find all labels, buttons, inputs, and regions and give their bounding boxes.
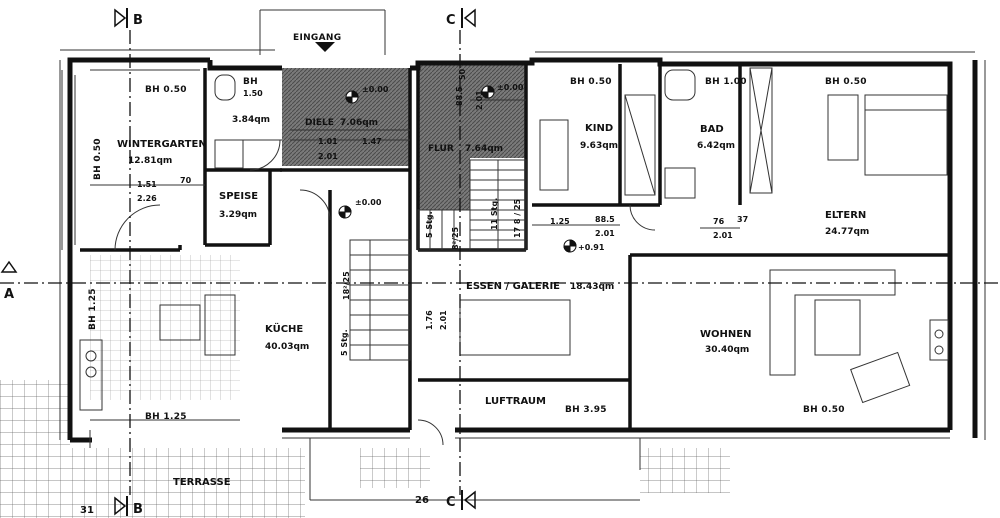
- stairs-825-a: 8²/25: [451, 226, 460, 250]
- flur-name: FLUR: [428, 144, 454, 154]
- wc-sill-label: BH: [243, 77, 258, 87]
- essen-name: ESSEN / GALERIE: [466, 281, 560, 292]
- speise-name: SPEISE: [219, 191, 258, 202]
- dim-wg-70: 70: [180, 176, 192, 185]
- dim-d-201b: 2.01: [475, 90, 484, 110]
- eltern-name: ELTERN: [825, 210, 866, 221]
- wohnen-area: 30.40qm: [705, 345, 749, 355]
- section-c-top-marker: [463, 8, 476, 28]
- section-markers: B B C C A: [0, 8, 476, 517]
- section-a-label: A: [4, 287, 14, 302]
- diele-name: DIELE: [305, 118, 334, 128]
- essen-level: +0.91: [578, 243, 605, 252]
- bad-sill: BH 1.00: [705, 77, 747, 87]
- section-a-marker: [0, 260, 18, 273]
- stairs-178: 17 8 / 25: [513, 198, 522, 238]
- kueche-sill-left: BH 1.25: [88, 288, 98, 330]
- section-c-bottom-marker: [463, 490, 476, 510]
- entrance-label: EINGANG: [293, 33, 341, 43]
- stairs-11-stg: 11 Stg.: [490, 198, 499, 230]
- dim-wg-151: 1.51: [137, 180, 157, 189]
- section-c-bottom-label: C: [446, 495, 456, 510]
- dim-b-37: 37: [737, 215, 748, 224]
- entrance-arrow: [315, 42, 335, 52]
- diele-area: 7.06qm: [340, 118, 378, 128]
- section-lines: [0, 30, 1000, 495]
- kind-name: KIND: [585, 123, 613, 134]
- wintergarten-sill-left: BH 0.50: [93, 138, 103, 180]
- wohnen-name: WOHNEN: [700, 329, 751, 340]
- stairs-825-b: 18²/25: [342, 271, 351, 300]
- kueche-level: ±0.00: [355, 198, 382, 207]
- level-markers: [338, 85, 577, 253]
- section-b-top-label: B: [133, 13, 143, 28]
- stairs-5-stg-a: 5 Stg.: [425, 211, 434, 238]
- diele-hatch: [282, 68, 410, 166]
- flur-area: 7.64qm: [465, 144, 503, 154]
- dim-k-176: 1.76: [425, 310, 434, 330]
- dim-wg-226: 2.26: [137, 194, 157, 203]
- bad-area: 6.42qm: [697, 141, 735, 151]
- flur-hatch-lower: [418, 158, 470, 210]
- kitchen-floor-tiles: [90, 255, 240, 400]
- wintergarten-area: 12.81qm: [128, 156, 172, 166]
- wintergarten-name: WINTERGARTEN: [117, 139, 207, 150]
- dim-d-50: 50: [458, 68, 467, 80]
- dim-d-201a: 2.01: [318, 152, 338, 161]
- kind-sill: BH 0.50: [570, 77, 612, 87]
- section-b-top-marker: [114, 8, 127, 28]
- kueche-sill-bottom: BH 1.25: [145, 412, 187, 422]
- section-b-bottom-label: B: [133, 502, 143, 517]
- wohnen-sill: BH 0.50: [803, 405, 845, 415]
- kueche-name: KÜCHE: [265, 321, 303, 335]
- terrasse-name: TERRASSE: [173, 477, 231, 488]
- bad-name: BAD: [700, 124, 724, 135]
- wintergarten-sill-top: BH 0.50: [145, 85, 187, 95]
- bottom-dim-26: 26: [415, 495, 429, 506]
- luftraum-name: LUFTRAUM: [485, 396, 546, 407]
- dim-k-201: 2.01: [439, 310, 448, 330]
- dim-d-885: 88.5: [455, 86, 464, 106]
- wc-sill-value: 1.50: [243, 89, 263, 98]
- dim-s-885: 88.5: [595, 215, 615, 224]
- stairs-5-stg-b: 5 Stg.: [340, 329, 349, 356]
- dim-d-147: 1.47: [362, 137, 382, 146]
- speise-area: 3.29qm: [219, 210, 257, 220]
- kueche-area: 40.03qm: [265, 342, 309, 352]
- bottom-dim-31: 31: [80, 505, 94, 516]
- essen-area: 18.43qm: [570, 282, 614, 292]
- flur-level: ±0.00: [497, 83, 524, 92]
- detail-lines: [59, 9, 986, 501]
- section-c-top-label: C: [446, 13, 456, 28]
- flur-hatch: [418, 63, 526, 158]
- eltern-sill: BH 0.50: [825, 77, 867, 87]
- eltern-area: 24.77qm: [825, 227, 869, 237]
- luftraum-sill: BH 3.95: [565, 405, 607, 415]
- kind-area: 9.63qm: [580, 141, 618, 151]
- section-b-bottom-marker: [114, 496, 127, 516]
- diele-level: ±0.00: [362, 85, 389, 94]
- dim-s-125: 1.25: [550, 217, 570, 226]
- dim-d-101: 1.01: [318, 137, 338, 146]
- dim-b-201: 2.01: [713, 231, 733, 240]
- dim-s-201: 2.01: [595, 229, 615, 238]
- terrace-paving: [0, 380, 730, 518]
- dim-b-76: 76: [713, 217, 725, 226]
- wc-area: 3.84qm: [232, 115, 270, 125]
